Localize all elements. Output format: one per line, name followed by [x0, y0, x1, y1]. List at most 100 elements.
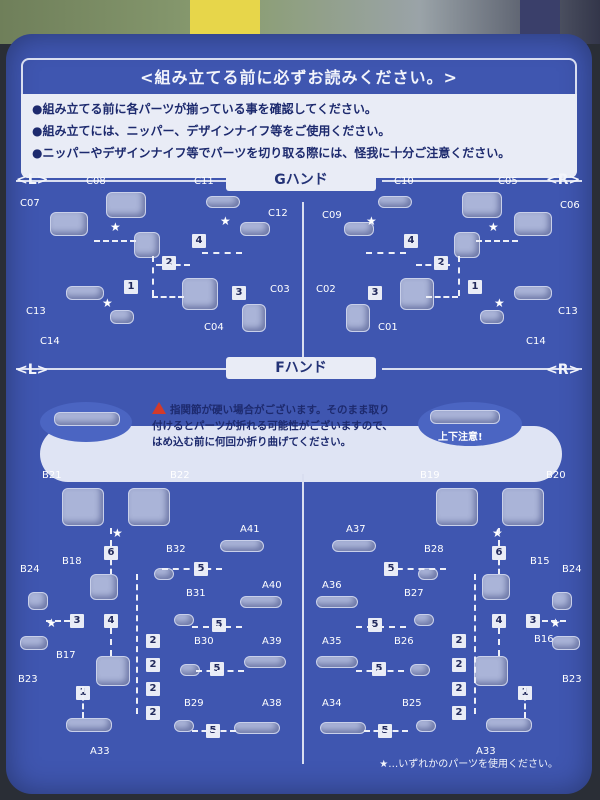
- part-code: C13: [26, 306, 46, 317]
- warning-icon: [152, 402, 166, 414]
- star-mark: ★: [488, 220, 499, 234]
- finger-part: [430, 410, 500, 424]
- part-code: B26: [394, 636, 414, 647]
- guide-line: [156, 264, 190, 266]
- notice-band: [21, 94, 577, 178]
- guide-line: [458, 256, 460, 296]
- step-marker: 2: [162, 256, 176, 270]
- part-code: B25: [402, 698, 422, 709]
- wrist-part: [474, 656, 508, 686]
- part-code: A33: [476, 746, 496, 757]
- instruction-sheet: <組み立てる前に必ずお読みください。> ●組み立てる前に各パーツが揃っている事を…: [6, 34, 592, 794]
- part-code: B29: [184, 698, 204, 709]
- step-marker: 3: [368, 286, 382, 300]
- guide-line: [366, 252, 406, 254]
- illustration-oval: [418, 402, 522, 446]
- left-side-label: <L>: [16, 362, 49, 378]
- wrist-part: [346, 304, 370, 332]
- guide-line: [192, 730, 236, 732]
- step-marker: 2: [452, 706, 466, 720]
- part-code: B30: [194, 636, 214, 647]
- guide-line: [498, 560, 500, 574]
- notice-line: ●組み立てには、ニッパー、デザインナイフ等をご使用ください。: [32, 124, 391, 138]
- hand-part: [62, 488, 104, 526]
- part-code: A40: [262, 580, 282, 591]
- step-marker: 5: [210, 662, 224, 676]
- guide-line: [386, 568, 446, 570]
- warning-line: 指関節が硬い場合がございます。そのまま取り: [170, 404, 390, 416]
- guide-line: [498, 628, 500, 656]
- part-code: B24: [562, 564, 582, 575]
- palm-part: [482, 574, 510, 600]
- step-marker: 3: [232, 286, 246, 300]
- step-marker: 1: [124, 280, 138, 294]
- guide-line: [426, 296, 458, 298]
- guide-line: [46, 620, 70, 622]
- fist-part: [400, 278, 434, 310]
- guide-line: [162, 568, 222, 570]
- center-divider: [302, 202, 304, 362]
- part-code: B28: [424, 544, 444, 555]
- finger-part: [206, 196, 240, 208]
- wrist-part: [242, 304, 266, 332]
- center-divider: [302, 474, 304, 764]
- guide-line: [202, 252, 242, 254]
- guide-line: [152, 256, 154, 296]
- guide-line: [110, 628, 112, 656]
- notice-line: ●組み立てる前に各パーツが揃っている事を確認してください。: [32, 102, 377, 116]
- guide-line: [416, 264, 450, 266]
- step-marker: 3: [70, 614, 84, 628]
- part-code: C01: [378, 322, 398, 333]
- guide-line: [476, 240, 518, 242]
- hand-part: [462, 192, 502, 218]
- joint-part: [552, 592, 572, 610]
- part-code: B23: [18, 674, 38, 685]
- palm-part: [134, 232, 160, 258]
- guide-line: [196, 670, 244, 672]
- finger-part: [174, 614, 194, 626]
- finger-part: [66, 718, 112, 732]
- step-marker: 2: [146, 634, 160, 648]
- notice-title: <組み立てる前に必ずお読みください。>: [140, 68, 458, 87]
- finger-part: [416, 720, 436, 732]
- part-code: C14: [40, 336, 60, 347]
- hand-part: [106, 192, 146, 218]
- finger-part: [244, 656, 286, 668]
- guide-line: [364, 730, 408, 732]
- joint-part: [28, 592, 48, 610]
- part-code: A37: [346, 524, 366, 535]
- part-code: C03: [270, 284, 290, 295]
- divider: [382, 368, 582, 370]
- part-code: B17: [56, 650, 76, 661]
- part-code: C02: [316, 284, 336, 295]
- warning-line: はめ込む前に何回か折り曲げてください。: [152, 436, 352, 448]
- step-marker: 2: [452, 658, 466, 672]
- part-code: A34: [322, 698, 342, 709]
- guide-line: [192, 626, 242, 628]
- finger-part: [240, 596, 282, 608]
- part-code: A33: [90, 746, 110, 757]
- part-code: A38: [262, 698, 282, 709]
- part-code: C10: [394, 176, 414, 187]
- step-marker: 2: [146, 706, 160, 720]
- finger-part: [66, 286, 104, 300]
- finger-part: [240, 222, 270, 236]
- guide-line: [474, 574, 476, 714]
- guide-line: [498, 528, 500, 546]
- part-code: C14: [526, 336, 546, 347]
- part-code: B20: [546, 470, 566, 481]
- star-mark: ★: [46, 616, 57, 630]
- part-code: C06: [560, 200, 580, 211]
- finger-part: [514, 286, 552, 300]
- part-code: B19: [420, 470, 440, 481]
- finger-part: [410, 664, 430, 676]
- part-code: B24: [20, 564, 40, 575]
- finger-part: [234, 722, 280, 734]
- star-mark: ★: [102, 296, 113, 310]
- divider: [382, 180, 582, 182]
- part-code: C08: [86, 176, 106, 187]
- hand-part: [128, 488, 170, 526]
- finger-part: [110, 310, 134, 324]
- guide-line: [110, 560, 112, 574]
- step-marker: 4: [104, 614, 118, 628]
